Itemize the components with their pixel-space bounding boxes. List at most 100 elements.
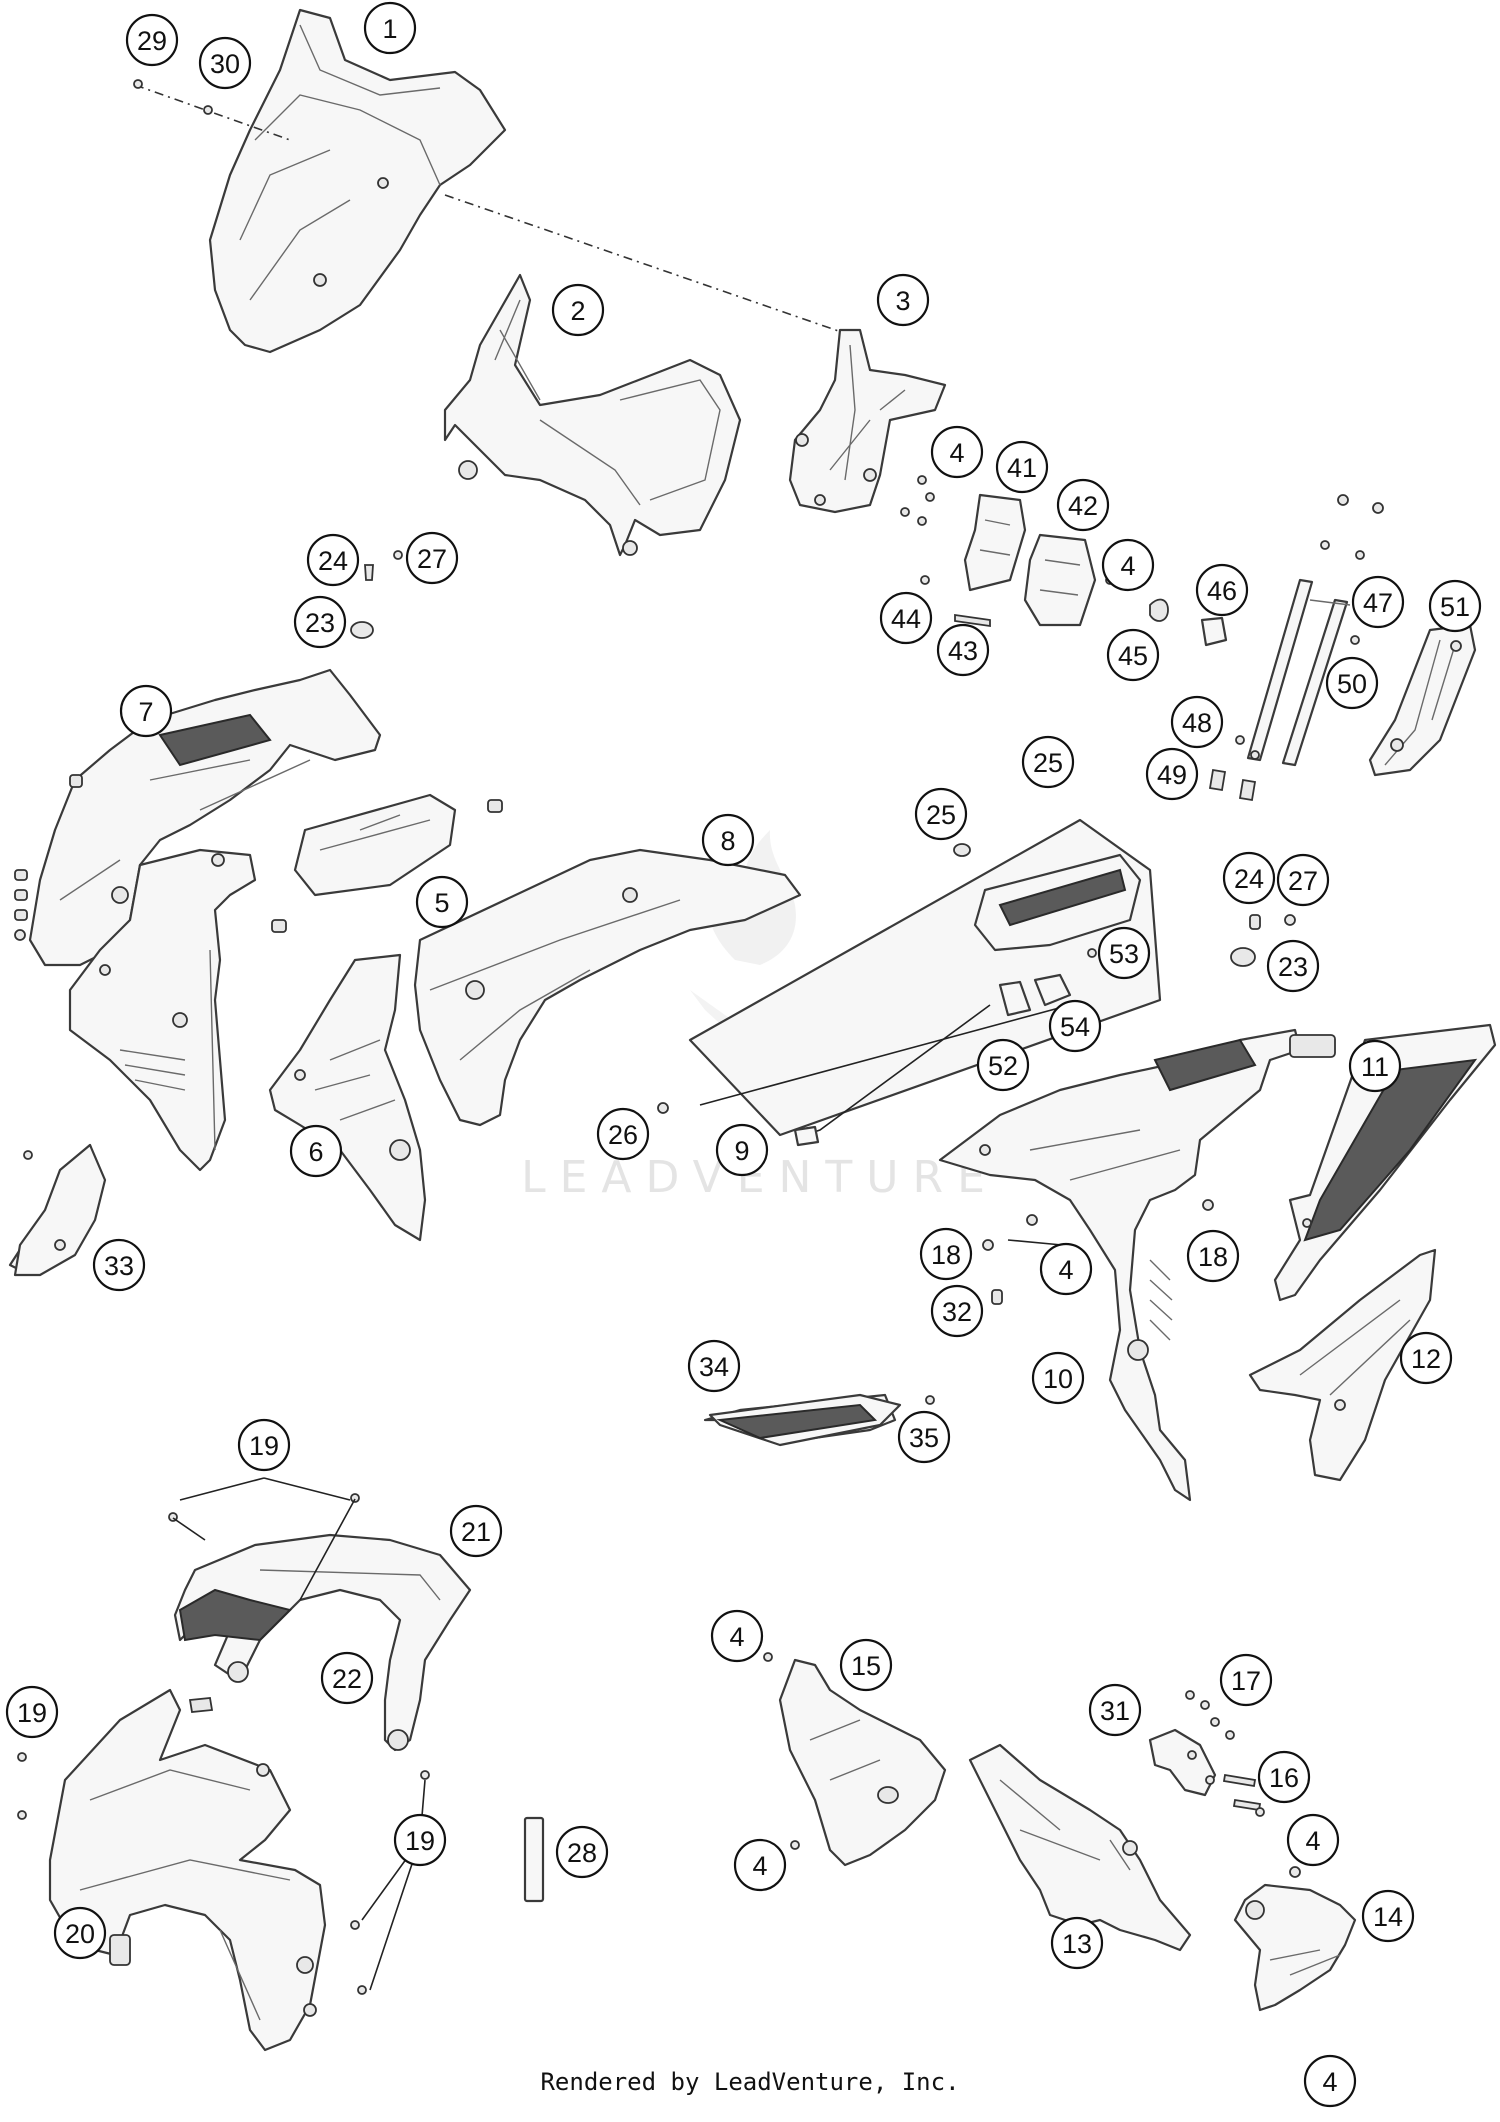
part-21-fender-upper [168, 1493, 472, 1752]
callout-circle [1170, 695, 1224, 749]
callout-label: 7 [138, 697, 153, 727]
washer-44 [920, 575, 930, 585]
callout-4: 4 [710, 1609, 764, 1663]
callout-4: 4 [1286, 1813, 1340, 1867]
callout-circle [876, 273, 930, 327]
callout-circle [5, 1685, 59, 1739]
callout-circle [306, 533, 360, 587]
callout-circle [710, 1609, 764, 1663]
callout-circle [393, 1813, 447, 1867]
callout-7: 7 [119, 684, 173, 738]
callout-circle [1222, 851, 1276, 905]
callout-label: 3 [895, 286, 910, 316]
callout-circle [237, 1418, 291, 1472]
callout-circle [293, 595, 347, 649]
part-41-bracket [963, 493, 1027, 592]
callout-11: 11 [1348, 1039, 1402, 1093]
callout-16: 16 [1257, 1750, 1311, 1804]
callout-circle [687, 1339, 741, 1393]
callout-9: 9 [715, 1123, 769, 1177]
leader-1-3 [444, 194, 851, 336]
callout-label: 45 [1118, 641, 1148, 671]
callout-circle [555, 1825, 609, 1879]
leader-29-30 [134, 84, 291, 141]
callout-circle [1101, 538, 1155, 592]
callout-27: 27 [405, 531, 459, 585]
callout-label: 8 [720, 826, 735, 856]
callout-circle [1031, 1351, 1085, 1405]
callout-label: 31 [1100, 1696, 1130, 1726]
callout-label: 25 [926, 800, 956, 830]
callout-label: 11 [1361, 1052, 1389, 1082]
callout-label: 18 [931, 1240, 961, 1270]
callout-circle [930, 1284, 984, 1338]
callout-label: 23 [305, 608, 335, 638]
callout-27: 27 [1276, 853, 1330, 907]
callout-51: 51 [1428, 579, 1482, 633]
callout-circle [976, 1038, 1030, 1092]
callout-label: 54 [1060, 1012, 1090, 1042]
callout-circle [125, 13, 179, 67]
callout-label: 24 [1234, 864, 1264, 894]
callout-label: 19 [17, 1698, 47, 1728]
callout-label: 2 [570, 296, 585, 326]
callout-circle [405, 531, 459, 585]
callout-circle [995, 440, 1049, 494]
callout-label: 4 [752, 1851, 767, 1881]
callout-circle [1145, 747, 1199, 801]
part-42-bracket [1023, 533, 1097, 627]
callout-circle [119, 684, 173, 738]
callout-circle [1219, 1653, 1273, 1707]
callout-15: 15 [839, 1638, 893, 1692]
callout-circle [897, 1410, 951, 1464]
callout-8: 8 [701, 813, 755, 867]
callout-label: 4 [1058, 1255, 1073, 1285]
callout-circle [1097, 926, 1151, 980]
callout-4: 4 [1101, 538, 1155, 592]
callout-circle [1428, 579, 1482, 633]
callout-label: 26 [608, 1120, 638, 1150]
callout-circle [551, 283, 605, 337]
callout-label: 30 [210, 49, 240, 79]
callout-label: 17 [1231, 1666, 1261, 1696]
callout-label: 4 [1305, 1826, 1320, 1856]
callout-label: 1 [382, 14, 397, 44]
callout-25: 25 [914, 787, 968, 841]
callout-label: 4 [729, 1622, 744, 1652]
callout-label: 9 [734, 1136, 749, 1166]
callout-6: 6 [289, 1124, 343, 1178]
callout-46: 46 [1195, 563, 1249, 617]
callout-4: 4 [733, 1838, 787, 1892]
callout-leaders [179, 1239, 1063, 1991]
callout-2: 2 [551, 283, 605, 337]
part-1-windscreen [208, 8, 507, 354]
callout-label: 13 [1062, 1929, 1092, 1959]
callout-24: 24 [306, 533, 360, 587]
callout-49: 49 [1145, 747, 1199, 801]
callout-label: 12 [1411, 1344, 1441, 1374]
callout-circle [363, 1, 417, 55]
callout-50: 50 [1325, 656, 1379, 710]
callout-41: 41 [995, 440, 1049, 494]
callout-label: 4 [949, 438, 964, 468]
part-7-left-side-panel [14, 668, 382, 1172]
spring-45 [1149, 598, 1169, 622]
callout-label: 43 [948, 636, 978, 666]
callout-circle [92, 1238, 146, 1292]
callout-21: 21 [449, 1504, 503, 1558]
callout-19: 19 [237, 1418, 291, 1472]
callout-label: 52 [988, 1051, 1018, 1081]
callout-label: 46 [1207, 576, 1237, 606]
callout-label: 34 [699, 1352, 729, 1382]
part-3-mount-bracket [788, 328, 947, 514]
callout-circle [1325, 656, 1379, 710]
callout-label: 19 [249, 1431, 279, 1461]
callout-circle [415, 875, 469, 929]
callout-circle [1050, 1916, 1104, 1970]
callout-circle [1303, 2054, 1357, 2108]
callout-circle [1186, 1229, 1240, 1283]
callout-circle [1276, 853, 1330, 907]
